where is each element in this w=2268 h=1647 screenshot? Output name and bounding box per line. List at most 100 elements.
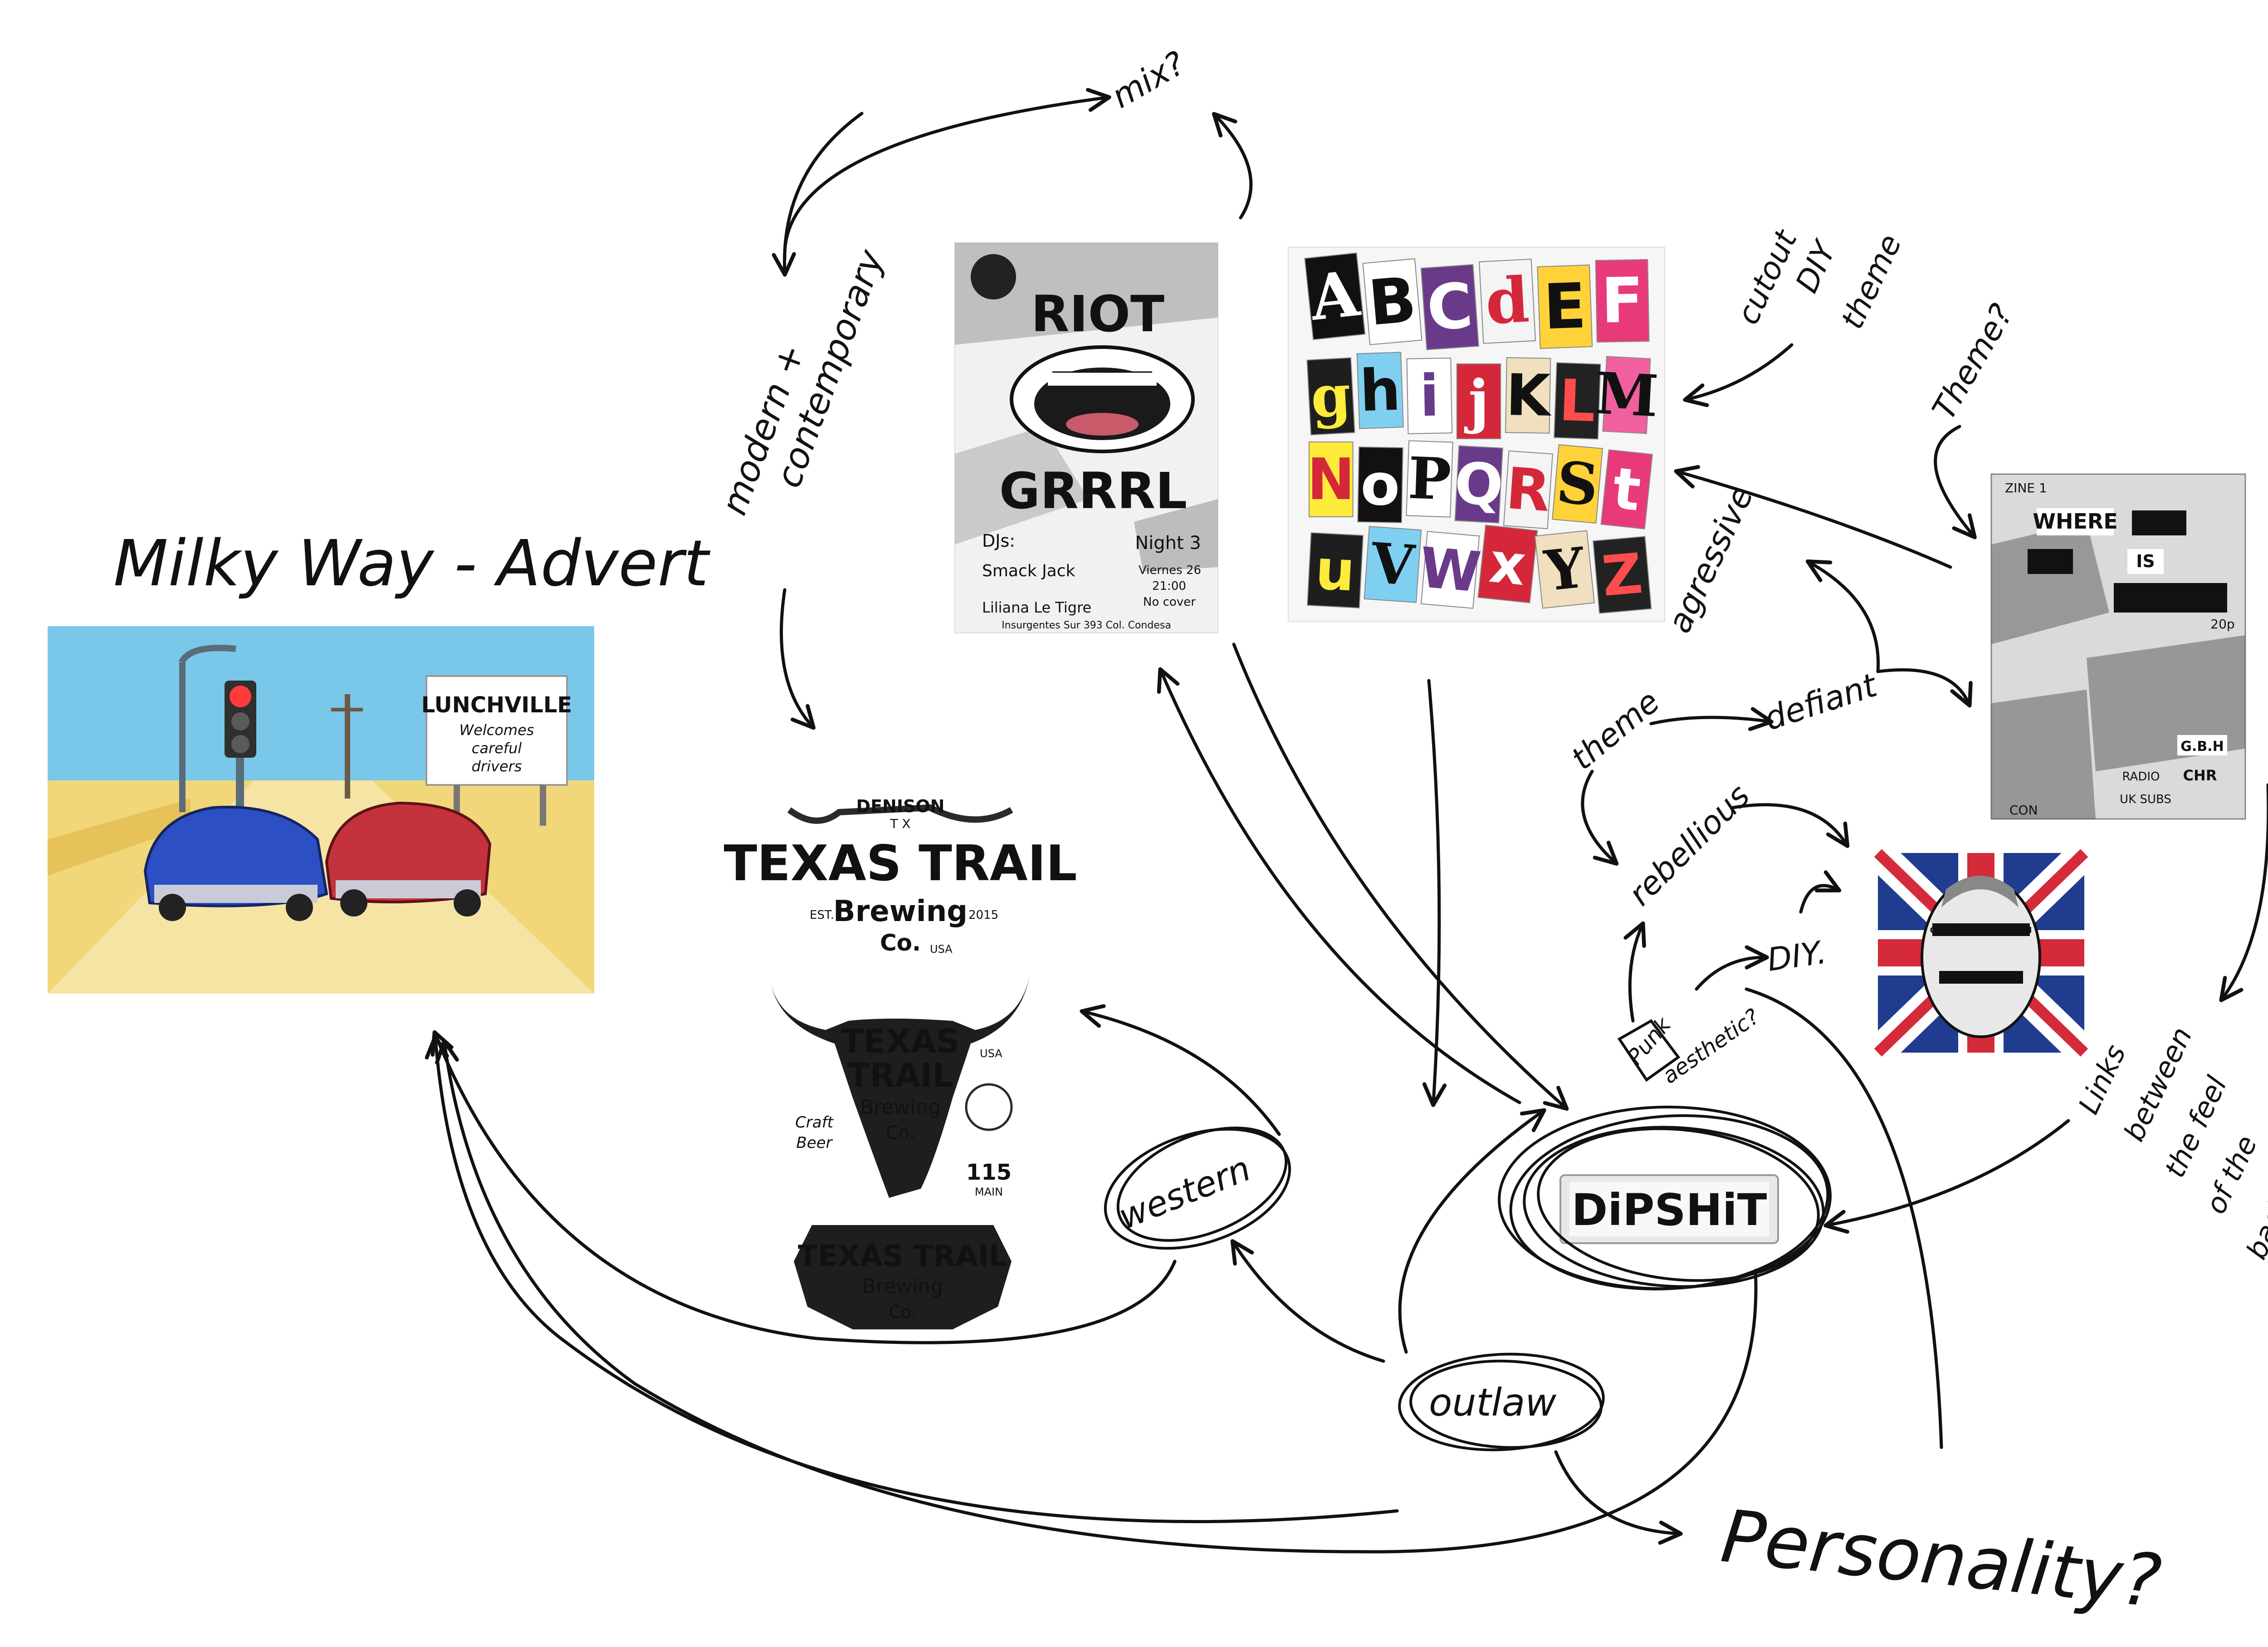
alphabet-letter: i (1419, 363, 1440, 430)
leicester-zine: ZINE 1 WHERE HELL The IS Leicester 20p G… (1990, 473, 2246, 820)
arrow-western-to-advert (430, 1030, 1177, 1344)
alphabet-letter: M (1593, 359, 1660, 430)
alphabet-letter-tile: B (1362, 258, 1422, 345)
alphabet-letter-tile: o (1357, 446, 1403, 523)
texas-co-top: Co. (880, 930, 921, 956)
alphabet-letter: Z (1599, 541, 1645, 609)
label-links-4: of the (2199, 1130, 2263, 1219)
alphabet-letter-tile: Y (1534, 530, 1595, 609)
zine-gbh: G.B.H (2180, 739, 2224, 755)
arrow-punk-to-rebellious (1623, 921, 1646, 1023)
alphabet-letter: A (1306, 257, 1363, 335)
god-save-the-queen-image: GOD SAVE THE QUEEN SEX PISTOLS (1867, 841, 2096, 1064)
alphabet-letter-tile: i (1406, 358, 1453, 434)
alphabet-letter: N (1307, 446, 1355, 513)
texas-name-bottom: TEXAS TRAIL (798, 1240, 1007, 1273)
label-diy: DIY. (1765, 933, 1829, 978)
alphabet-letter-tile: A (1304, 252, 1366, 340)
alphabet-letter: h (1359, 356, 1402, 424)
alphabet-letter: L (1558, 367, 1597, 435)
alphabet-letter-tile: S (1552, 444, 1603, 524)
arrow-alphabet-to-dipshit (1422, 679, 1447, 1107)
zine-leicester: Leicester (2119, 586, 2222, 609)
zine-is: IS (2136, 551, 2155, 571)
red-car (325, 801, 492, 917)
zine-uksubs: UK SUBS (2120, 793, 2171, 806)
arrow-dipshit-to-advert (435, 1039, 1758, 1554)
arrow-outlaw-to-western (1230, 1239, 1385, 1363)
arrow-diy-to-queen (1799, 870, 1842, 914)
label-theme-question: Theme? (1925, 298, 2020, 426)
alphabet-letter: j (1464, 368, 1489, 435)
zine-hell: HELL (2135, 513, 2183, 533)
riot-dj1: Smack Jack (982, 562, 1075, 580)
texas-denison: DENISON (856, 796, 945, 816)
advert-sign-title: LUNCHVILLE (421, 692, 572, 718)
alphabet-letter-tile: E (1537, 265, 1593, 349)
texas-name-l2: TRAIL (848, 1056, 953, 1094)
zine-radio: RADIO (2122, 770, 2160, 784)
alphabet-letter: d (1484, 263, 1531, 338)
arrow-zine-to-alphabet (1674, 465, 1952, 569)
arrow-outlaw-to-personality (1554, 1450, 1683, 1545)
riot-address: Insurgentes Sur 393 Col. Condesa (1002, 620, 1171, 631)
arrow-theme-to-zine (1934, 425, 1977, 539)
milky-way-advert-image: LUNCHVILLE Welcomes careful drivers (48, 626, 594, 994)
texas-brewing-bottom: Brewing (862, 1275, 943, 1298)
alphabet-letter: F (1600, 265, 1644, 338)
arrow-mix-to-modern (772, 112, 864, 277)
arrow-defiant-to-zine (1876, 668, 1973, 708)
alphabet-letter: B (1366, 264, 1419, 340)
label-rebellious: rebellious (1621, 777, 1757, 913)
arrow-zine-to-links (2219, 783, 2268, 1002)
alphabet-letter-tile: P (1406, 440, 1453, 518)
label-mix: mix? (1105, 44, 1192, 115)
alphabet-letter: W (1417, 535, 1483, 605)
alphabet-letter: S (1554, 448, 1601, 519)
label-punk-aesthetic: aesthetic? (1658, 1004, 1764, 1088)
alphabet-letter: Q (1453, 450, 1505, 519)
label-personality: Personality? (1717, 1494, 2165, 1624)
alphabet-letter-tile: K (1505, 357, 1553, 434)
outlaw-circle (1398, 1353, 1605, 1451)
advert-sign-line2: careful (472, 740, 522, 757)
label-milky-way-advert: Milky Way - Advert (113, 527, 711, 601)
texas-usa-top: USA (930, 943, 953, 956)
alphabet-letter: K (1505, 362, 1553, 429)
western-circle (1104, 1127, 1291, 1250)
alphabet-letter-tile: j (1456, 363, 1501, 439)
texas-co-bottom: Co. (889, 1302, 916, 1322)
alphabet-letter: R (1504, 455, 1552, 524)
arrow-outlaw-to-dipshit (1398, 1108, 1546, 1354)
arrow-bottom-loop-to-advert (425, 1034, 1399, 1524)
arrow-modern-to-texas (780, 588, 816, 730)
texas-usa-mid: USA (980, 1047, 1002, 1060)
alphabet-letter: g (1309, 362, 1353, 431)
arrow-theme-to-rebellious (1581, 770, 1619, 866)
line-personality-to-punk (1745, 987, 1943, 1449)
alphabet-letter-tile: R (1503, 450, 1553, 529)
alphabet-letter-tile: g (1306, 357, 1355, 436)
zine-price: 20p (2210, 617, 2234, 632)
texas-brewing-top: Brewing (833, 895, 968, 928)
dipshit-scribble-circle (1498, 1105, 1832, 1291)
advert-sign-line1: Welcomes (459, 721, 534, 739)
label-outlaw: outlaw (1429, 1380, 1556, 1425)
alphabet-letter-tile: u (1307, 532, 1364, 608)
alphabet-letter: V (1369, 530, 1418, 598)
queen-top-text: GOD SAVE THE QUEEN (1930, 926, 2032, 935)
texas-main-num: 115 (966, 1160, 1012, 1185)
dipshit-text: DiPSHiT (1572, 1185, 1767, 1235)
alphabet-letter: x (1486, 530, 1529, 598)
alphabet-letter-tile: Z (1593, 536, 1652, 614)
texas-brewing-mid: Brewing (860, 1096, 941, 1119)
riot-date2: 21:00 (1152, 579, 1186, 593)
zine-the: The (2034, 551, 2067, 571)
alphabet-letter: Y (1541, 534, 1589, 604)
arrow-cutout-to-alphabet (1683, 343, 1794, 407)
blue-car (143, 805, 328, 921)
texas-main: MAIN (975, 1186, 1003, 1198)
punk-aesthetic-box (1617, 1019, 1681, 1082)
